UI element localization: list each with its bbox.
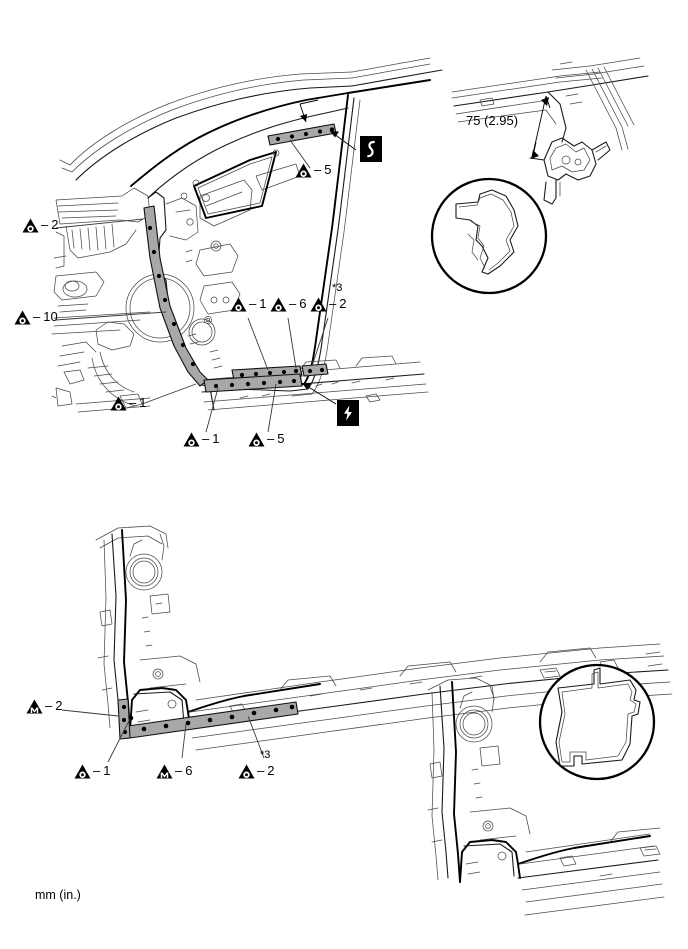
callout-dash: – — [289, 296, 297, 311]
callout-dash: – — [329, 296, 337, 311]
callout-dash: – — [249, 296, 257, 311]
lightning-bolt-icon — [344, 405, 352, 421]
circle-triangle-icon — [310, 297, 327, 312]
callout-number: 2 — [55, 698, 63, 713]
callout-l-2b[interactable]: *3 – 2 — [238, 750, 275, 779]
callout-u-1b[interactable]: – 1 — [110, 396, 146, 411]
callout-note: *3 — [332, 282, 343, 294]
circle-triangle-icon — [248, 432, 265, 447]
callout-dash: – — [314, 162, 322, 177]
callout-u-5[interactable]: – 5 — [295, 163, 331, 178]
callout-number: 5 — [324, 162, 332, 177]
callout-u-10[interactable]: – 10 — [14, 310, 58, 325]
callout-number: 6 — [299, 296, 307, 311]
cowl-apron-structure — [51, 187, 151, 413]
circle-triangle-icon — [22, 218, 39, 233]
circle-triangle-icon — [183, 432, 200, 447]
callout-dash: – — [202, 431, 210, 446]
callout-dash: – — [33, 309, 41, 324]
callout-u-5b[interactable]: – 5 — [248, 432, 284, 447]
callout-dash: – — [45, 698, 53, 713]
circle-triangle-icon — [238, 764, 255, 779]
badge-sealer-bead[interactable] — [360, 136, 382, 162]
callout-number: 1 — [103, 763, 111, 778]
callout-number: 1 — [139, 395, 147, 410]
circle-triangle-icon — [295, 163, 312, 178]
callout-dash: – — [129, 395, 137, 410]
detail-circle-lower — [538, 663, 656, 781]
callout-dash: – — [93, 763, 101, 778]
leader-lines-bottom — [61, 709, 265, 763]
circle-triangle-icon — [270, 297, 287, 312]
callout-l-1[interactable]: – 1 — [74, 764, 110, 779]
callout-number: 2 — [267, 763, 275, 778]
m-triangle-icon — [26, 699, 43, 714]
callout-number: 10 — [43, 309, 58, 324]
callout-number: 2 — [51, 217, 59, 232]
rocker-panel-bottom-right — [517, 827, 665, 916]
sealer-bead-sill-end — [301, 363, 329, 377]
callout-note: *3 — [260, 749, 271, 761]
circle-triangle-icon — [230, 297, 247, 312]
circle-triangle-icon — [110, 396, 127, 411]
circle-triangle-icon — [14, 310, 31, 325]
callout-number: 5 — [277, 431, 285, 446]
dimension-75 — [531, 95, 551, 159]
callout-u-2a[interactable]: – 2 — [22, 218, 58, 233]
sealer-bead-pillar-base — [117, 698, 131, 740]
leader-lines-top — [55, 99, 357, 433]
dimension-label-75: 75 (2.95) — [466, 113, 519, 128]
callout-l-6[interactable]: – 6 — [156, 764, 192, 779]
b-pillar-lower-right — [427, 677, 651, 883]
callout-number: 2 — [339, 296, 347, 311]
unit-note: mm (in.) — [35, 888, 81, 902]
vent-window-opening — [192, 149, 280, 219]
sealer-bead-rocker-lower — [203, 373, 303, 393]
callout-l-2a[interactable]: – 2 — [26, 699, 62, 714]
callout-u-1c[interactable]: – 1 — [183, 432, 219, 447]
callout-dash: – — [257, 763, 265, 778]
b-pillar-lower-structure — [95, 525, 321, 731]
callout-dash: – — [41, 217, 49, 232]
roof-rail-section — [451, 57, 649, 151]
roof-rail-outline — [59, 57, 443, 181]
m-triangle-icon — [156, 764, 173, 779]
badge-bolt[interactable] — [337, 400, 359, 426]
s-curve-icon — [367, 140, 375, 158]
callout-u-2b[interactable]: *3 – 2 — [310, 283, 347, 312]
callout-number: 1 — [259, 296, 267, 311]
callout-number: 1 — [212, 431, 220, 446]
circle-triangle-icon — [74, 764, 91, 779]
callout-dash: – — [175, 763, 183, 778]
callout-u-1a[interactable]: – 1 — [230, 297, 266, 312]
detail-circle-upper — [430, 177, 548, 295]
callout-number: 6 — [185, 763, 193, 778]
callout-dash: – — [267, 431, 275, 446]
callout-u-6[interactable]: – 6 — [270, 297, 306, 312]
